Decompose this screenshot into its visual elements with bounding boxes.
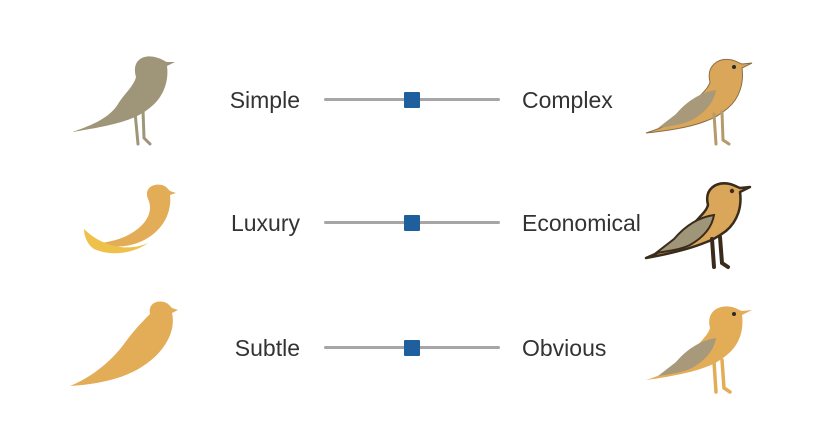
label-complex: Complex — [522, 87, 613, 113]
spectrum-row-subtle-obvious: Subtle Obvious — [0, 288, 840, 408]
luxury-economical-slider[interactable] — [324, 213, 500, 233]
label-economical: Economical — [522, 210, 641, 236]
spectrum-row-simple-complex: Simple Complex — [0, 40, 840, 160]
gold-flat-bird-icon — [60, 288, 190, 408]
subtle-obvious-slider[interactable] — [324, 338, 500, 358]
label-subtle: Subtle — [234, 335, 300, 361]
gold-swoosh-bird-icon — [60, 163, 190, 283]
silhouette-bird-icon — [60, 40, 190, 160]
outlined-bird-icon — [636, 163, 766, 283]
slider-thumb[interactable] — [404, 340, 420, 356]
bright-bird-icon — [636, 288, 766, 408]
simple-complex-slider[interactable] — [324, 90, 500, 110]
spectrum-row-luxury-economical: Luxury Economical — [0, 163, 840, 283]
label-luxury: Luxury — [230, 210, 300, 236]
detailed-bird-icon — [636, 40, 766, 160]
slider-thumb[interactable] — [404, 92, 420, 108]
label-obvious: Obvious — [522, 335, 607, 361]
slider-thumb[interactable] — [404, 215, 420, 231]
label-simple: Simple — [229, 87, 300, 113]
